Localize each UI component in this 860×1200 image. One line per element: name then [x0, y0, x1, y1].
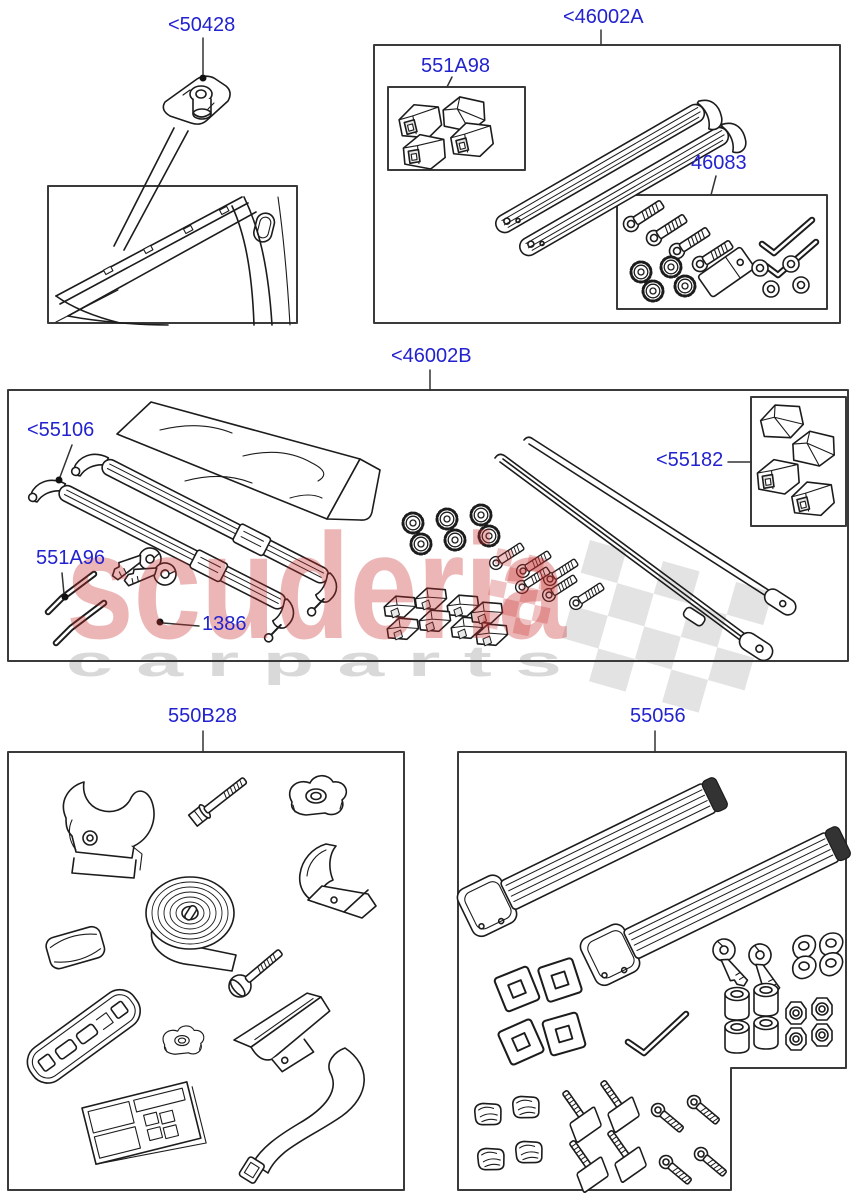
hook-clamp-icon	[298, 843, 377, 919]
clamp-blocks-drawing	[382, 584, 510, 649]
fitting-kit-drawing-550B28	[26, 774, 377, 1184]
support-pads-drawing-551A98	[397, 95, 495, 171]
roof-fitting-drawing	[113, 75, 231, 251]
roof-detail-box	[47, 185, 298, 324]
velcro-roll-icon	[145, 876, 237, 972]
pads-box-551A98	[387, 86, 526, 171]
carriage-bolt-icon	[228, 949, 283, 998]
star-washers-drawing	[401, 503, 501, 556]
wing-knob-icon	[288, 774, 348, 816]
part-label-55106[interactable]: <55106	[27, 419, 95, 441]
leader-lines	[55, 29, 752, 753]
part-label-55056[interactable]: 55056	[630, 705, 686, 727]
roof-panel-drawing	[55, 196, 291, 326]
slotted-bracket-icon	[26, 988, 141, 1084]
part-label-55182[interactable]: <55182	[656, 449, 724, 471]
checkered-flag-icon	[561, 540, 773, 713]
part-label-46002B[interactable]: <46002B	[391, 345, 472, 367]
kit-box-55056	[457, 751, 847, 1191]
hex-bolt-icon	[187, 777, 248, 827]
kit-box-46002B	[7, 389, 849, 662]
kit-box-46002A	[373, 44, 841, 324]
kit-box-550B28	[7, 751, 405, 1191]
part-label-550B28[interactable]: 550B28	[168, 705, 237, 727]
allen-keys-drawing-551A96	[44, 570, 108, 647]
ski-carrier-kit-drawing-55056	[453, 767, 857, 1194]
ski-rest-icon	[233, 992, 331, 1073]
hardware-kit-drawing-46083	[619, 196, 820, 303]
cross-bars-drawing	[491, 93, 752, 273]
pouch-icon	[45, 925, 106, 970]
side-rails-drawing	[494, 436, 797, 662]
rail-bolts-drawing	[486, 539, 607, 613]
instruction-sheet-icon	[81, 1081, 207, 1166]
part-label-46083[interactable]: 46083	[691, 152, 747, 174]
part-label-551A96[interactable]: 551A96	[36, 547, 105, 569]
part-label-50428[interactable]: <50428	[168, 14, 236, 36]
part-label-1386[interactable]: 1386	[202, 613, 247, 635]
hardware-box-46083	[616, 194, 828, 310]
strap-icon	[238, 1047, 365, 1184]
support-pads-drawing-55182	[755, 401, 837, 518]
large-clamp-icon	[62, 781, 155, 879]
part-label-46002A[interactable]: <46002A	[563, 6, 644, 28]
small-knob-icon	[162, 1025, 205, 1055]
storage-bag-drawing	[116, 401, 381, 521]
part-label-551A98[interactable]: 551A98	[421, 55, 490, 77]
